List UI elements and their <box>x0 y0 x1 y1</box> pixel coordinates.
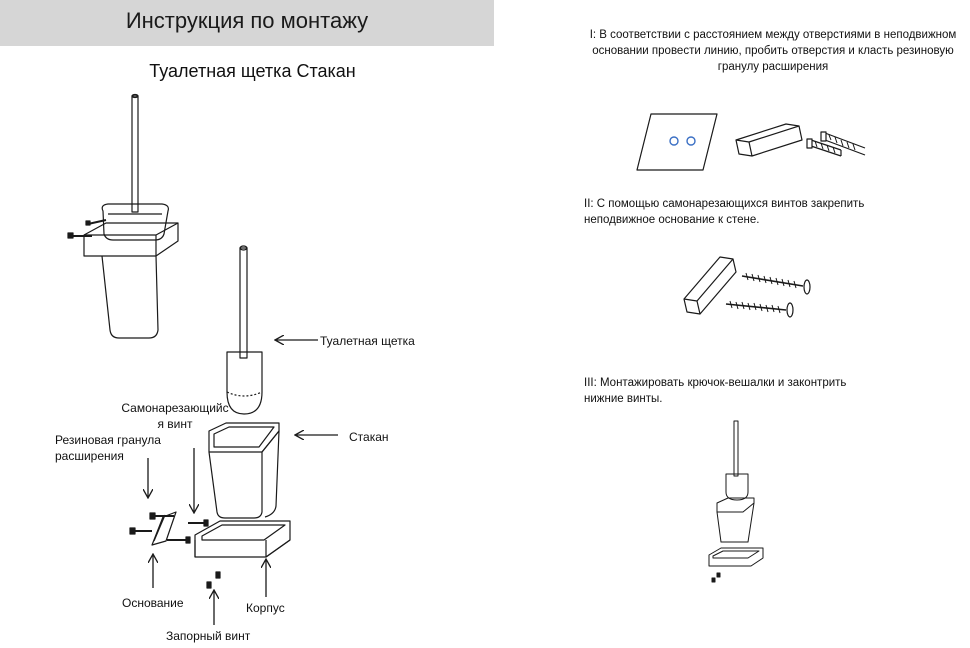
step-3-text: III: Монтажировать крючок-вешалки и зако… <box>584 377 847 405</box>
label-lock-screw: Запорный винт <box>166 629 251 643</box>
label-rubber-granule: Резиновая гранула расширения <box>55 433 161 463</box>
toilet-brush-illustration <box>226 245 263 415</box>
label-glass: Стакан <box>349 430 389 444</box>
step-2-text: II: С помощью самонарезающихся винтов за… <box>584 198 865 226</box>
step1-parts-illustration <box>636 113 866 171</box>
label-toilet-brush: Туалетная щетка <box>320 334 415 348</box>
label-body: Корпус <box>246 601 285 615</box>
page-title: Инструкция по монтажу <box>125 8 369 33</box>
step2-parts-illustration <box>683 256 811 318</box>
pointer-arrows <box>148 340 338 625</box>
glass-cup-illustration <box>208 422 280 519</box>
assembled-holder-illustration <box>67 93 179 339</box>
product-name: Туалетная щетка Стакан <box>149 61 356 81</box>
label-base: Основание <box>122 596 184 610</box>
base-body-illustration <box>194 520 291 558</box>
step3-assembly-illustration <box>708 420 764 583</box>
screws-and-bracket-illustration <box>129 511 221 589</box>
step-1-text: I: В соответствии с расстоянием между от… <box>589 29 957 73</box>
header-bar <box>0 0 494 46</box>
label-self-tapping-screw: Самонарезающийс я винт <box>121 401 229 431</box>
